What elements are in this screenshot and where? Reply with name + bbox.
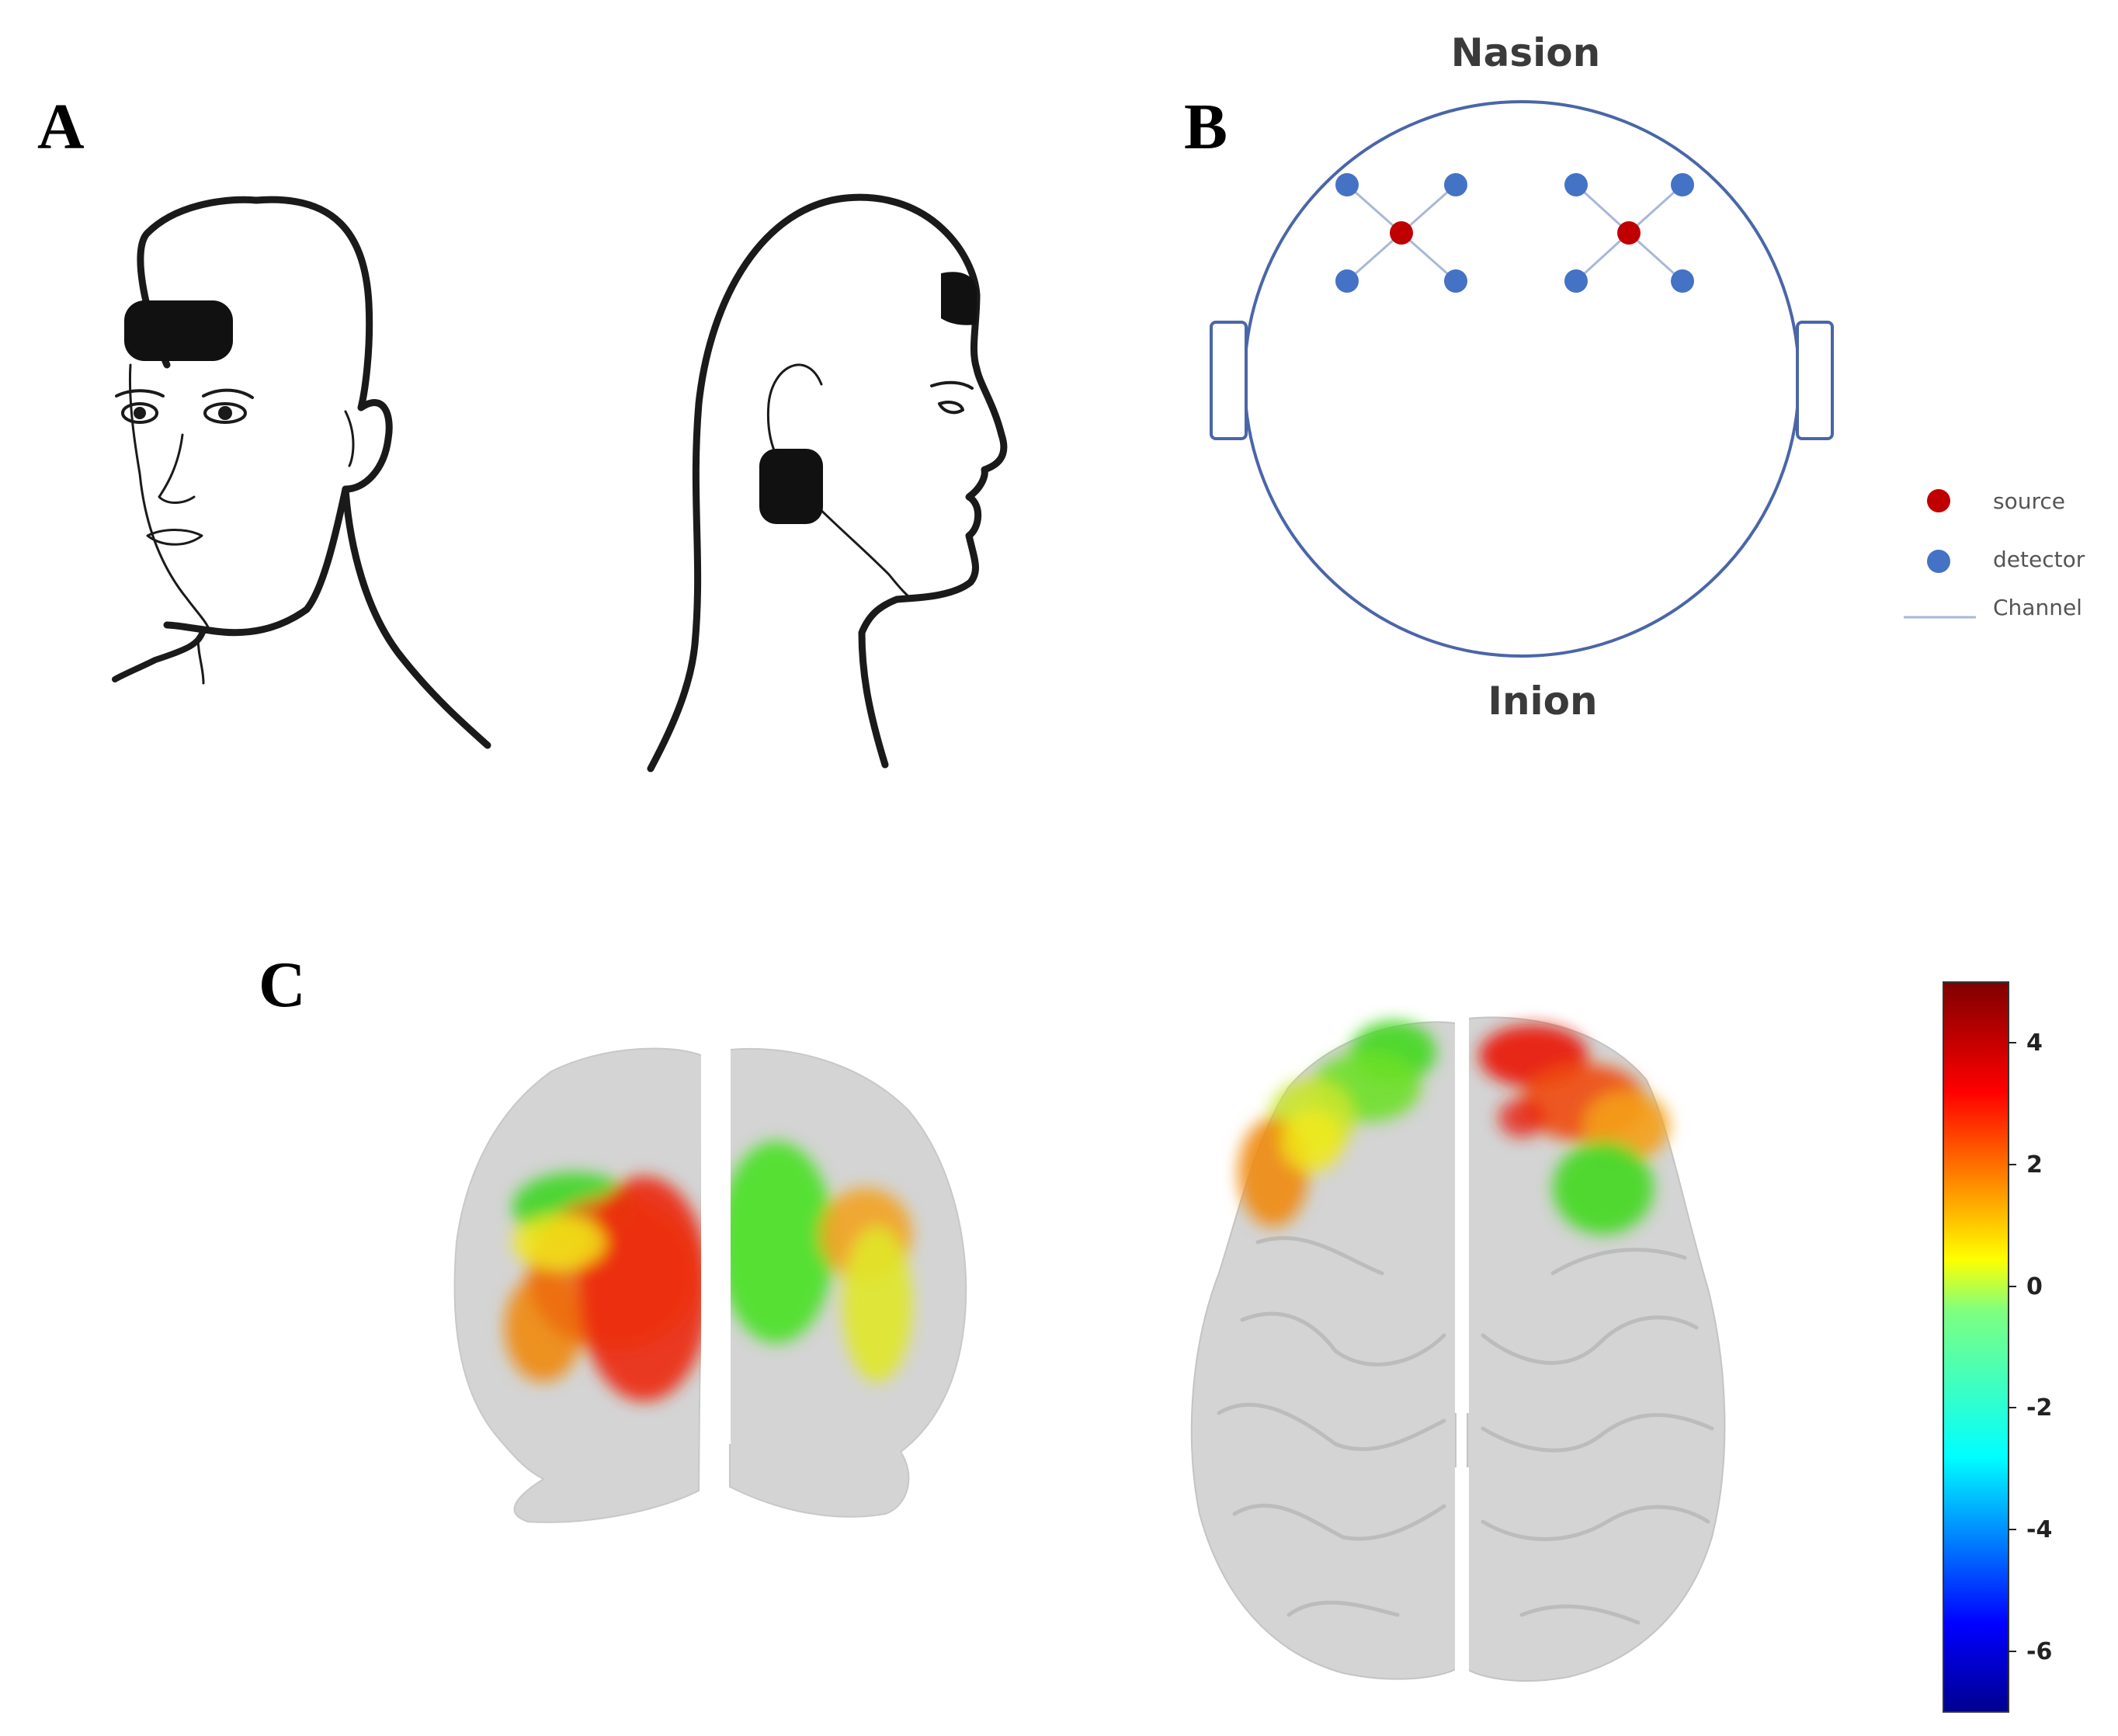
source-dot <box>1617 221 1641 245</box>
channel-line <box>1575 183 1630 234</box>
hemisphere-gap <box>701 1048 731 1444</box>
detector-dot <box>1564 173 1588 196</box>
front-neck-left <box>112 627 207 682</box>
front-neck-right <box>342 485 491 749</box>
detector-dot <box>1335 269 1359 293</box>
montage-diagram: Nasion Inion <box>1210 30 2085 724</box>
colorbar-tick-label: 2 <box>2026 1151 2043 1179</box>
channel-line <box>1401 183 1457 234</box>
head-outline-circle <box>1243 100 1800 658</box>
channel-line <box>1401 231 1457 283</box>
side-jaw <box>806 495 914 601</box>
colorbar-tick-label: 0 <box>2026 1273 2043 1300</box>
source-dot <box>1390 221 1413 245</box>
detector-dot <box>1444 269 1467 293</box>
montage-legend: source detector Channel <box>1904 488 2085 620</box>
panel-label-b: B <box>1184 91 1228 163</box>
legend-detector-label: detector <box>1993 547 2085 572</box>
legend-source-marker <box>1927 489 1950 512</box>
detectors <box>1335 173 1694 293</box>
ear-right <box>1796 321 1834 440</box>
colorbar-tick-label: 4 <box>2026 1029 2043 1057</box>
brain-top-activation <box>1238 1021 1669 1234</box>
channel-line <box>1627 183 1684 234</box>
detector-dot <box>1671 173 1694 196</box>
detector-dot <box>1335 173 1359 196</box>
front-eye-left <box>121 402 158 424</box>
legend-source-label: source <box>1993 488 2065 514</box>
brain-top-view <box>1190 1016 1726 1682</box>
nasion-label: Nasion <box>1451 30 1600 75</box>
sources <box>1390 221 1641 245</box>
front-head-outline <box>137 196 393 637</box>
forehead-electrode-side <box>941 272 977 325</box>
channel-line <box>1346 183 1402 234</box>
front-mouth <box>146 529 203 546</box>
ear-left <box>1210 321 1248 440</box>
front-eye-right <box>203 402 247 424</box>
panel-label-c: C <box>259 949 306 1021</box>
forehead-electrode-front <box>124 300 233 361</box>
colorbar-gradient <box>1943 981 2009 1713</box>
panel-label-a: A <box>37 91 85 163</box>
legend-channel-label: Channel <box>1993 595 2082 620</box>
channel-line <box>1346 231 1402 283</box>
colorbar-ticks <box>2009 1042 2016 1652</box>
front-nose <box>158 433 196 504</box>
detector-dot <box>1564 269 1588 293</box>
legend-detector-marker <box>1927 550 1950 573</box>
front-head-illustration <box>112 196 491 749</box>
colorbar: 4 2 0 -2 -4 -6 <box>1943 981 2052 1713</box>
channel-line <box>1575 231 1630 283</box>
front-neck-inner <box>196 635 205 685</box>
brain-front-view <box>453 1047 967 1523</box>
inion-label: Inion <box>1488 679 1597 724</box>
channel-line <box>1627 231 1684 283</box>
detector-dot <box>1671 269 1694 293</box>
colorbar-tick-label: -2 <box>2026 1394 2052 1422</box>
brain-top-gyri <box>1217 1236 1714 1625</box>
channel-lines <box>1346 183 1684 283</box>
mastoid-electrode <box>759 449 823 524</box>
colorbar-tick-label: -4 <box>2026 1516 2052 1543</box>
brain-front-activation <box>505 1141 912 1401</box>
midline-fissure <box>1455 1017 1469 1413</box>
detector-dot <box>1444 173 1467 196</box>
colorbar-tick-label: -6 <box>2026 1638 2052 1665</box>
side-eye <box>938 401 964 415</box>
